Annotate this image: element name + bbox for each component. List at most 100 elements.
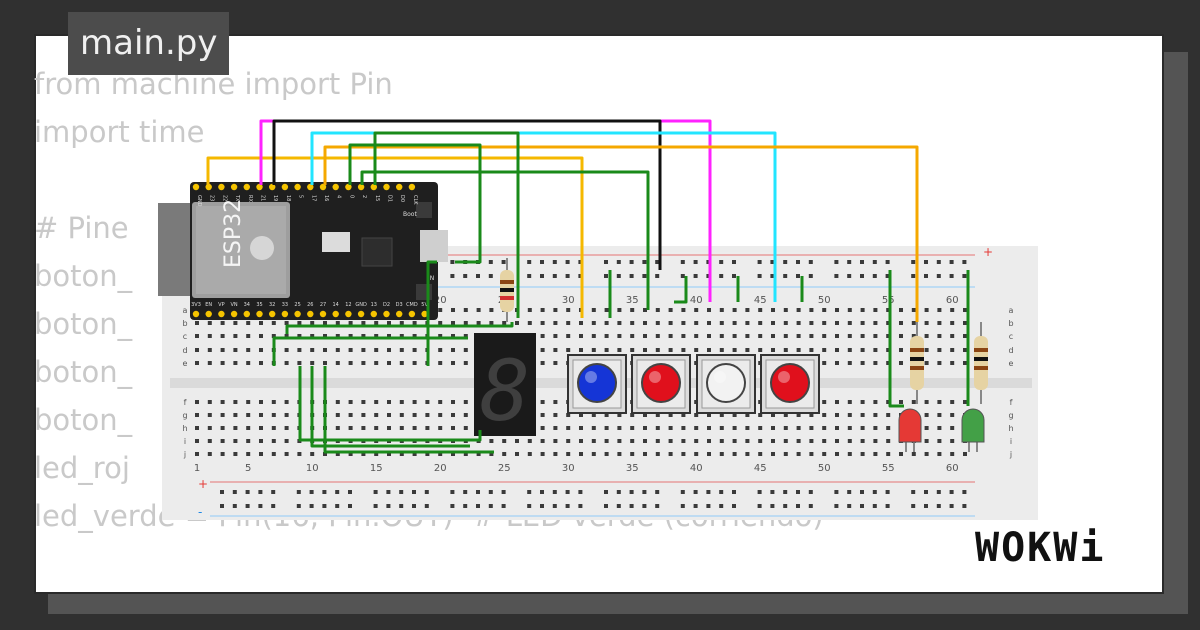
rail-hole[interactable] — [808, 504, 813, 508]
breadboard-hole[interactable] — [540, 321, 545, 325]
esp32-pin[interactable] — [205, 310, 212, 318]
breadboard-hole[interactable] — [579, 452, 583, 456]
breadboard-hole[interactable] — [579, 321, 583, 325]
rail-hole[interactable] — [220, 504, 224, 508]
rail-hole[interactable] — [501, 490, 506, 494]
breadboard-hole[interactable] — [527, 439, 532, 443]
breadboard-hole[interactable] — [540, 439, 545, 443]
breadboard-hole[interactable] — [348, 348, 353, 352]
rail-hole[interactable] — [578, 490, 583, 494]
breadboard-hole[interactable] — [745, 452, 750, 456]
breadboard-hole[interactable] — [617, 308, 622, 312]
rail-hole[interactable] — [757, 260, 762, 264]
rail-hole[interactable] — [936, 504, 941, 508]
rail-hole[interactable] — [655, 274, 660, 278]
breadboard-hole[interactable] — [873, 348, 878, 352]
breadboard-hole[interactable] — [284, 400, 289, 404]
rail-hole[interactable] — [232, 490, 237, 494]
breadboard-hole[interactable] — [835, 426, 839, 430]
breadboard-hole[interactable] — [655, 308, 660, 312]
breadboard-hole[interactable] — [515, 452, 519, 456]
rail-hole[interactable] — [450, 490, 455, 494]
breadboard-hole[interactable] — [284, 413, 289, 417]
esp32-pin[interactable] — [396, 310, 403, 318]
breadboard-hole[interactable] — [822, 348, 827, 352]
breadboard-hole[interactable] — [873, 439, 878, 443]
breadboard-hole[interactable] — [643, 452, 647, 456]
breadboard-hole[interactable] — [489, 452, 494, 456]
rail-hole[interactable] — [706, 490, 711, 494]
breadboard-hole[interactable] — [681, 439, 686, 443]
rail-hole[interactable] — [860, 504, 864, 508]
breadboard-hole[interactable] — [617, 348, 622, 352]
breadboard-hole[interactable] — [297, 452, 302, 456]
rail-hole[interactable] — [604, 274, 608, 278]
rail-hole[interactable] — [565, 260, 570, 264]
breadboard-hole[interactable] — [604, 426, 609, 430]
breadboard-hole[interactable] — [655, 321, 660, 325]
green-led[interactable] — [961, 408, 985, 452]
breadboard-hole[interactable] — [886, 439, 891, 443]
breadboard-hole[interactable] — [924, 452, 929, 456]
breadboard-hole[interactable] — [719, 426, 724, 430]
breadboard-hole[interactable] — [438, 321, 443, 325]
rail-hole[interactable] — [834, 274, 839, 278]
breadboard-hole[interactable] — [899, 308, 903, 312]
breadboard-hole[interactable] — [361, 452, 366, 456]
esp32-pin[interactable] — [269, 310, 276, 318]
breadboard-hole[interactable] — [233, 321, 238, 325]
breadboard-hole[interactable] — [374, 426, 379, 430]
breadboard-hole[interactable] — [796, 308, 801, 312]
rail-hole[interactable] — [629, 260, 634, 264]
breadboard-hole[interactable] — [195, 348, 199, 352]
breadboard-hole[interactable] — [783, 308, 788, 312]
breadboard-hole[interactable] — [963, 400, 967, 404]
breadboard-hole[interactable] — [348, 321, 353, 325]
breadboard-hole[interactable] — [463, 308, 468, 312]
breadboard-hole[interactable] — [822, 321, 827, 325]
breadboard-hole[interactable] — [412, 361, 417, 365]
breadboard-hole[interactable] — [886, 308, 891, 312]
breadboard-hole[interactable] — [924, 413, 929, 417]
rail-hole[interactable] — [616, 490, 621, 494]
breadboard-hole[interactable] — [758, 439, 763, 443]
breadboard-hole[interactable] — [950, 400, 955, 404]
breadboard-hole[interactable] — [387, 452, 391, 456]
breadboard-hole[interactable] — [796, 334, 801, 338]
breadboard-hole[interactable] — [540, 426, 545, 430]
breadboard-hole[interactable] — [617, 321, 622, 325]
breadboard-hole[interactable] — [348, 400, 353, 404]
red-button-2[interactable] — [760, 354, 820, 414]
breadboard-hole[interactable] — [899, 348, 903, 352]
breadboard-hole[interactable] — [476, 321, 481, 325]
breadboard-hole[interactable] — [835, 348, 839, 352]
esp32-pin[interactable] — [345, 183, 352, 191]
rail-hole[interactable] — [271, 490, 276, 494]
breadboard-hole[interactable] — [873, 426, 878, 430]
breadboard-hole[interactable] — [463, 413, 468, 417]
rail-hole[interactable] — [834, 490, 839, 494]
breadboard-hole[interactable] — [937, 426, 942, 430]
rail-hole[interactable] — [706, 274, 711, 278]
button-cap[interactable] — [641, 363, 681, 403]
breadboard-hole[interactable] — [617, 334, 622, 338]
breadboard-hole[interactable] — [438, 413, 443, 417]
esp32-pin[interactable] — [357, 310, 365, 318]
breadboard-hole[interactable] — [924, 334, 929, 338]
rail-hole[interactable] — [616, 260, 621, 264]
rail-hole[interactable] — [629, 504, 634, 508]
breadboard-hole[interactable] — [835, 361, 839, 365]
breadboard-hole[interactable] — [591, 426, 596, 430]
breadboard-hole[interactable] — [220, 452, 225, 456]
breadboard-hole[interactable] — [553, 439, 558, 443]
rail-hole[interactable] — [924, 260, 928, 264]
breadboard-hole[interactable] — [668, 308, 673, 312]
breadboard-hole[interactable] — [796, 452, 801, 456]
breadboard-hole[interactable] — [463, 348, 468, 352]
breadboard-hole[interactable] — [694, 334, 699, 338]
breadboard-hole[interactable] — [220, 426, 225, 430]
breadboard-hole[interactable] — [515, 321, 519, 325]
rail-hole[interactable] — [693, 260, 698, 264]
esp32-pin[interactable] — [218, 183, 225, 191]
breadboard-hole[interactable] — [732, 308, 737, 312]
